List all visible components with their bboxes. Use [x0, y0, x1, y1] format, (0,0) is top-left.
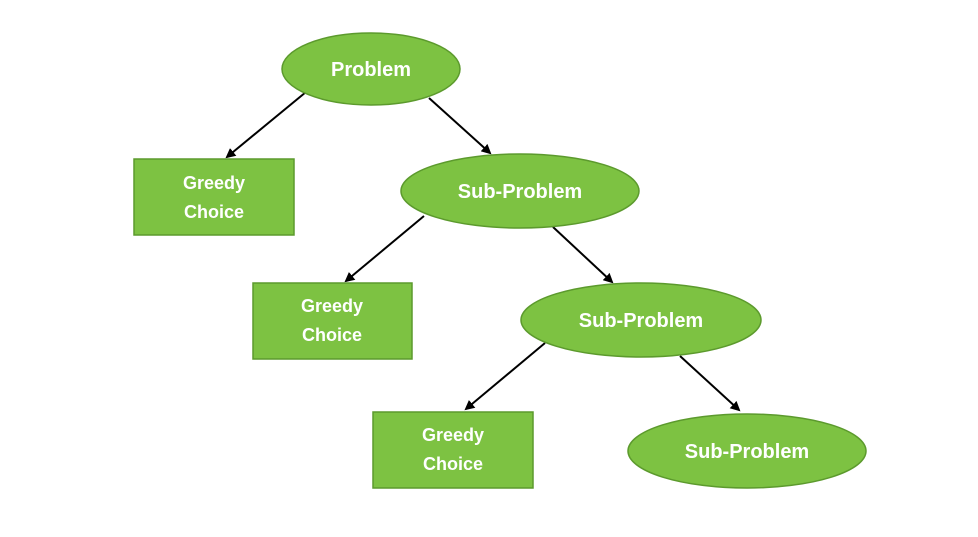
node-problem: Problem: [281, 32, 461, 106]
greedy-choice-2-box: [252, 282, 413, 360]
node-sub-problem-2: Sub-Problem: [520, 282, 762, 358]
node-sub-problem-3: Sub-Problem: [627, 413, 867, 489]
greedy-choice-2-line1: Greedy: [301, 296, 363, 316]
sub-problem-2-label: Sub-Problem: [579, 310, 703, 332]
node-greedy-choice-2: Greedy Choice: [252, 282, 413, 360]
edges: [225, 91, 741, 412]
greedy-choice-1-line2: Choice: [184, 202, 244, 222]
edge-sub2-to-sub3: [679, 355, 741, 412]
node-sub-problem-1: Sub-Problem: [400, 153, 640, 229]
edge-root-to-choice1: [225, 91, 307, 159]
sub-problem-2-ellipse: [520, 282, 762, 358]
edge-sub1-to-sub2: [552, 226, 614, 284]
edge-sub2-to-choice3: [464, 342, 546, 411]
sub-problem-3-label: Sub-Problem: [685, 441, 809, 463]
problem-label: Problem: [331, 59, 411, 81]
greedy-choice-1-line1: Greedy: [183, 173, 245, 193]
greedy-choice-1-box: [133, 158, 295, 236]
sub-problem-3-ellipse: [627, 413, 867, 489]
greedy-choice-3-line1: Greedy: [422, 425, 484, 445]
greedy-choice-3-box: [372, 411, 534, 489]
edge-root-to-sub1: [428, 97, 492, 155]
problem-ellipse: [281, 32, 461, 106]
node-greedy-choice-1: Greedy Choice: [133, 158, 295, 236]
sub-problem-1-label: Sub-Problem: [458, 181, 582, 203]
greedy-choice-2-line2: Choice: [302, 325, 362, 345]
sub-problem-1-ellipse: [400, 153, 640, 229]
greedy-choice-3-line2: Choice: [423, 454, 483, 474]
edge-sub1-to-choice2: [344, 215, 425, 283]
node-greedy-choice-3: Greedy Choice: [372, 411, 534, 489]
